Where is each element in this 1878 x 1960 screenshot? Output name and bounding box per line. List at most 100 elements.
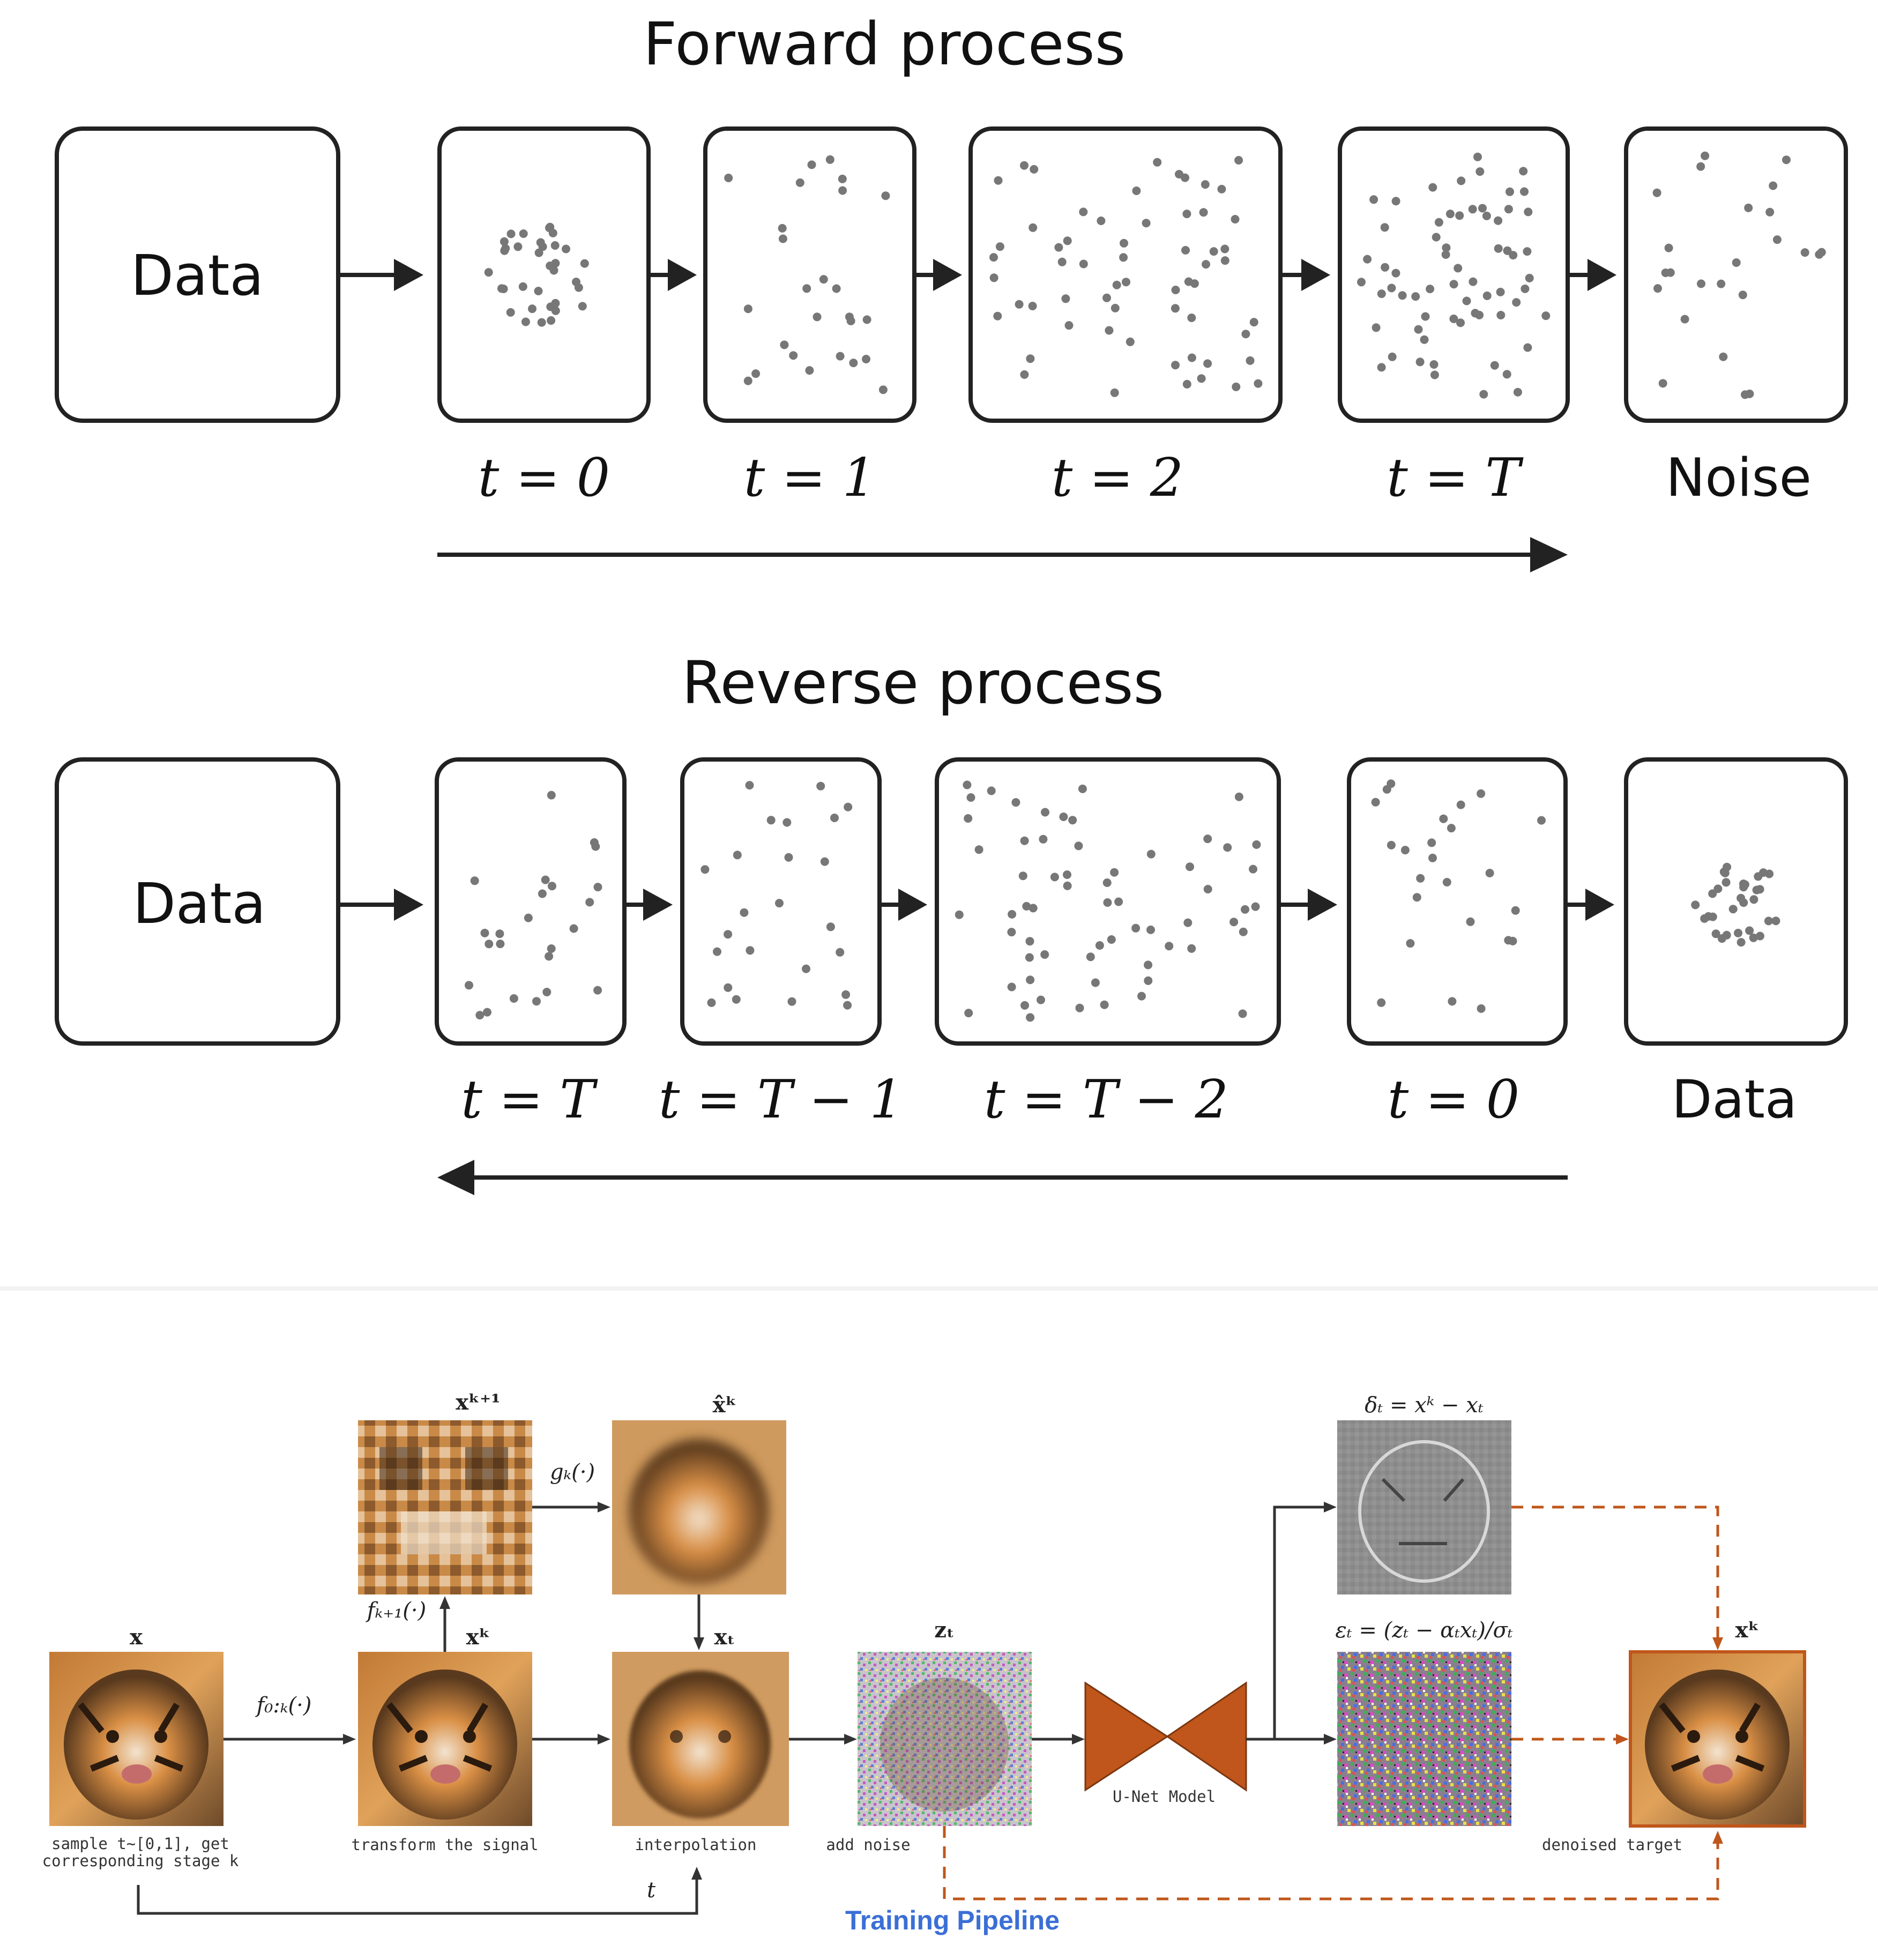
reverse-step-2-dot <box>1026 1013 1035 1022</box>
forward-step-3-dot <box>1496 311 1506 319</box>
forward-step-3-dot <box>1372 323 1381 332</box>
reverse-step-0-dot <box>547 791 556 800</box>
forward-step-3-dot <box>1506 187 1514 196</box>
reverse-step-2-dot <box>1252 840 1261 849</box>
reverse-step-3-dot <box>1406 939 1415 948</box>
forward-step-0-dot <box>501 244 510 253</box>
forward-step-2-dot <box>1231 215 1240 223</box>
forward-step-1-dot <box>849 359 858 368</box>
label-f-k1: fₖ₊₁(·) <box>366 1598 426 1623</box>
reverse-step-0-dot <box>593 883 602 892</box>
reverse-step-2-dot <box>1025 953 1034 962</box>
forward-step-3-dot <box>1523 343 1532 352</box>
reverse-step-0-dot <box>538 889 547 898</box>
forward-step-3-dot <box>1494 216 1503 225</box>
forward-title: Forward process <box>643 10 1126 78</box>
reverse-step-4-dot <box>1740 880 1749 889</box>
reverse-step-0-dot <box>480 928 489 937</box>
reverse-data-box <box>55 757 340 1046</box>
forward-step-2-dot <box>1254 379 1263 388</box>
forward-step-0-dot <box>499 285 508 293</box>
reverse-step-2-dot <box>1187 944 1196 953</box>
reverse-step-3-dot <box>1447 824 1456 833</box>
forward-step-4-dot <box>1680 315 1689 324</box>
caption-interpolation: interpolation <box>635 1836 757 1854</box>
reverse-step-2-dot <box>1103 898 1112 907</box>
forward-step-3-dot <box>1449 280 1458 289</box>
forward-step-3-dot <box>1473 152 1482 161</box>
forward-step-1-dot <box>862 315 871 324</box>
forward-step-2-dot <box>1015 300 1024 309</box>
forward-step-label-0: t = 0 <box>478 448 610 509</box>
forward-step-2-dot <box>1181 245 1190 255</box>
forward-step-3-dot <box>1381 263 1390 272</box>
forward-step-1-dot <box>846 316 855 325</box>
forward-step-2-dot <box>1111 303 1120 312</box>
forward-step-0-dot <box>546 222 555 232</box>
reverse-step-2-dot <box>1186 862 1194 871</box>
forward-step-3-dot <box>1377 289 1386 299</box>
reverse-step-2-dot <box>964 1009 973 1018</box>
training-pipeline-title: Training Pipeline <box>845 1905 1060 1935</box>
forward-step-3-dot <box>1420 335 1429 344</box>
reverse-step-0-dot <box>465 981 473 990</box>
reverse-step-3-dot <box>1511 906 1520 915</box>
reverse-step-4-dot <box>1737 893 1746 903</box>
forward-step-2-dot <box>993 311 1002 321</box>
forward-step-3-dot <box>1414 325 1423 334</box>
reverse-step-2-dot <box>1091 978 1100 987</box>
forward-step-3-dot <box>1445 210 1455 219</box>
reverse-step-2-dot <box>1095 941 1104 950</box>
forward-step-2-dot <box>1054 243 1063 252</box>
reverse-step-label-0: t = T <box>461 1069 598 1130</box>
reverse-step-2-dot <box>1020 836 1029 845</box>
forward-step-0-dot <box>484 268 493 277</box>
reverse-step-1-dot <box>826 922 835 931</box>
reverse-step-4-dot <box>1722 878 1731 887</box>
forward-step-0-dot <box>550 241 560 250</box>
reverse-step-0-dot <box>495 929 504 938</box>
reverse-step-3-dot <box>1456 800 1465 809</box>
forward-step-1-dot <box>743 304 752 314</box>
noisy-image-z-t <box>858 1652 1032 1826</box>
forward-step-1-dot <box>778 234 787 243</box>
forward-step-3-dot <box>1455 211 1464 220</box>
forward-step-0-dot <box>537 318 546 327</box>
forward-step-2-dot <box>1202 260 1210 269</box>
tiger-image-x-k <box>358 1652 532 1826</box>
forward-step-3-dot <box>1430 370 1439 379</box>
forward-step-0-dot <box>574 283 583 292</box>
forward-step-1-dot <box>789 351 798 360</box>
forward-step-box-1 <box>703 126 916 423</box>
forward-step-3-dot <box>1524 207 1533 217</box>
forward-step-4-dot <box>1738 290 1747 300</box>
forward-step-2-dot <box>1190 279 1199 288</box>
forward-step-0-dot <box>518 282 527 291</box>
forward-step-2-dot <box>1171 286 1180 294</box>
reverse-step-2-dot <box>1165 942 1174 951</box>
reverse-step-2-dot <box>974 845 983 854</box>
forward-step-2-dot <box>1020 161 1029 170</box>
forward-step-2-dot <box>1029 223 1038 232</box>
forward-connectors <box>338 259 1616 291</box>
forward-step-box-3 <box>1338 126 1570 423</box>
forward-step-2-dot <box>1030 165 1039 174</box>
label-x-k1: xᵏ⁺¹ <box>456 1390 500 1415</box>
reverse-data-label: Data <box>133 871 266 936</box>
reverse-step-1-dot <box>707 998 716 1007</box>
reverse-step-3-dot <box>1466 917 1475 926</box>
reverse-step-0-dot <box>547 944 556 953</box>
forward-step-2-dot <box>1197 374 1206 383</box>
reverse-step-1-dot <box>830 814 839 822</box>
forward-step-3-dot <box>1525 273 1534 282</box>
forward-step-3-dot <box>1442 243 1451 252</box>
forward-step-3-dot <box>1426 285 1435 294</box>
tiger-image-denoised-target <box>1629 1650 1806 1828</box>
forward-step-1-dot <box>825 155 834 164</box>
reverse-step-2-dot <box>1249 865 1257 874</box>
forward-step-2-dot <box>1112 280 1121 289</box>
forward-step-0-dot <box>562 244 570 254</box>
forward-step-3-dot <box>1421 312 1430 321</box>
reverse-step-4-dot <box>1752 885 1761 895</box>
reverse-step-0-dot <box>532 997 541 1006</box>
